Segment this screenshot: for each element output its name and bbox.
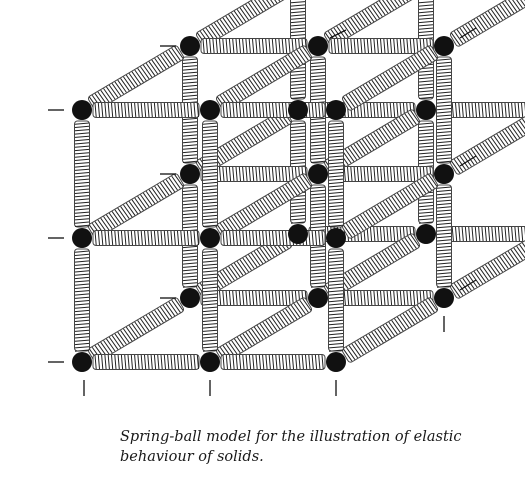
ball-121 (308, 288, 328, 308)
ball-110 (200, 228, 220, 248)
ball-001 (180, 36, 200, 56)
spring-v-110 (202, 248, 218, 352)
spring-v-201 (436, 56, 452, 164)
ball-201 (434, 36, 454, 56)
spring-v-200 (328, 120, 344, 228)
ball-200 (326, 100, 346, 120)
spring-d-001 (195, 0, 293, 47)
stub-line (329, 29, 347, 39)
spring-v-210 (328, 248, 344, 352)
stub-lines-layer (48, 27, 477, 396)
spring-d-201 (449, 0, 525, 47)
ball-220 (326, 352, 346, 372)
spring-d-000 (87, 45, 185, 111)
stub-line (459, 155, 477, 167)
spring-d-020 (87, 297, 185, 363)
ball-211 (434, 164, 454, 184)
spring-v-000 (74, 120, 90, 228)
spring-d-111 (323, 109, 421, 175)
spring-h-001 (200, 38, 308, 54)
caption-line-1: Spring-ball model for the illustration o… (120, 429, 462, 445)
balls-layer (72, 36, 454, 372)
spring-h-101 (328, 38, 434, 54)
stub-line (459, 27, 477, 39)
ball-221 (434, 288, 454, 308)
spring-h-111 (328, 166, 434, 182)
ball-210 (326, 228, 346, 248)
spring-h-100 (220, 102, 326, 118)
spring-h-112 (436, 102, 525, 118)
ball-111 (308, 164, 328, 184)
spring-h-021 (200, 290, 308, 306)
ball-022 (288, 224, 308, 244)
spring-h-020 (92, 354, 200, 370)
stub-line (459, 279, 477, 291)
ball-000 (72, 100, 92, 120)
spring-d-100 (215, 45, 313, 111)
ball-010 (72, 228, 92, 248)
springs-layer (74, 0, 525, 370)
spring-v-211 (436, 184, 452, 288)
spring-h-000 (92, 102, 200, 118)
spring-d-220 (341, 297, 439, 363)
ball-100 (200, 100, 220, 120)
ball-021 (180, 288, 200, 308)
spring-h-121 (328, 290, 434, 306)
caption-line-2: behaviour of solids. (120, 449, 264, 465)
spring-ball-lattice-diagram (48, 0, 525, 396)
ball-012 (288, 100, 308, 120)
spring-h-120 (220, 354, 326, 370)
figure-caption: Spring-ball model for the illustration o… (120, 427, 515, 467)
spring-d-211 (449, 109, 525, 175)
ball-020 (72, 352, 92, 372)
ball-122 (416, 224, 436, 244)
ball-112 (416, 100, 436, 120)
ball-011 (180, 164, 200, 184)
spring-d-210 (341, 173, 439, 239)
spring-v-010 (74, 248, 90, 352)
spring-d-120 (215, 297, 313, 363)
spring-h-110 (220, 230, 326, 246)
ball-120 (200, 352, 220, 372)
spring-v-100 (202, 120, 218, 228)
spring-h-010 (92, 230, 200, 246)
spring-d-010 (87, 173, 185, 239)
spring-d-200 (341, 45, 439, 111)
ball-101 (308, 36, 328, 56)
spring-d-221 (449, 233, 525, 299)
